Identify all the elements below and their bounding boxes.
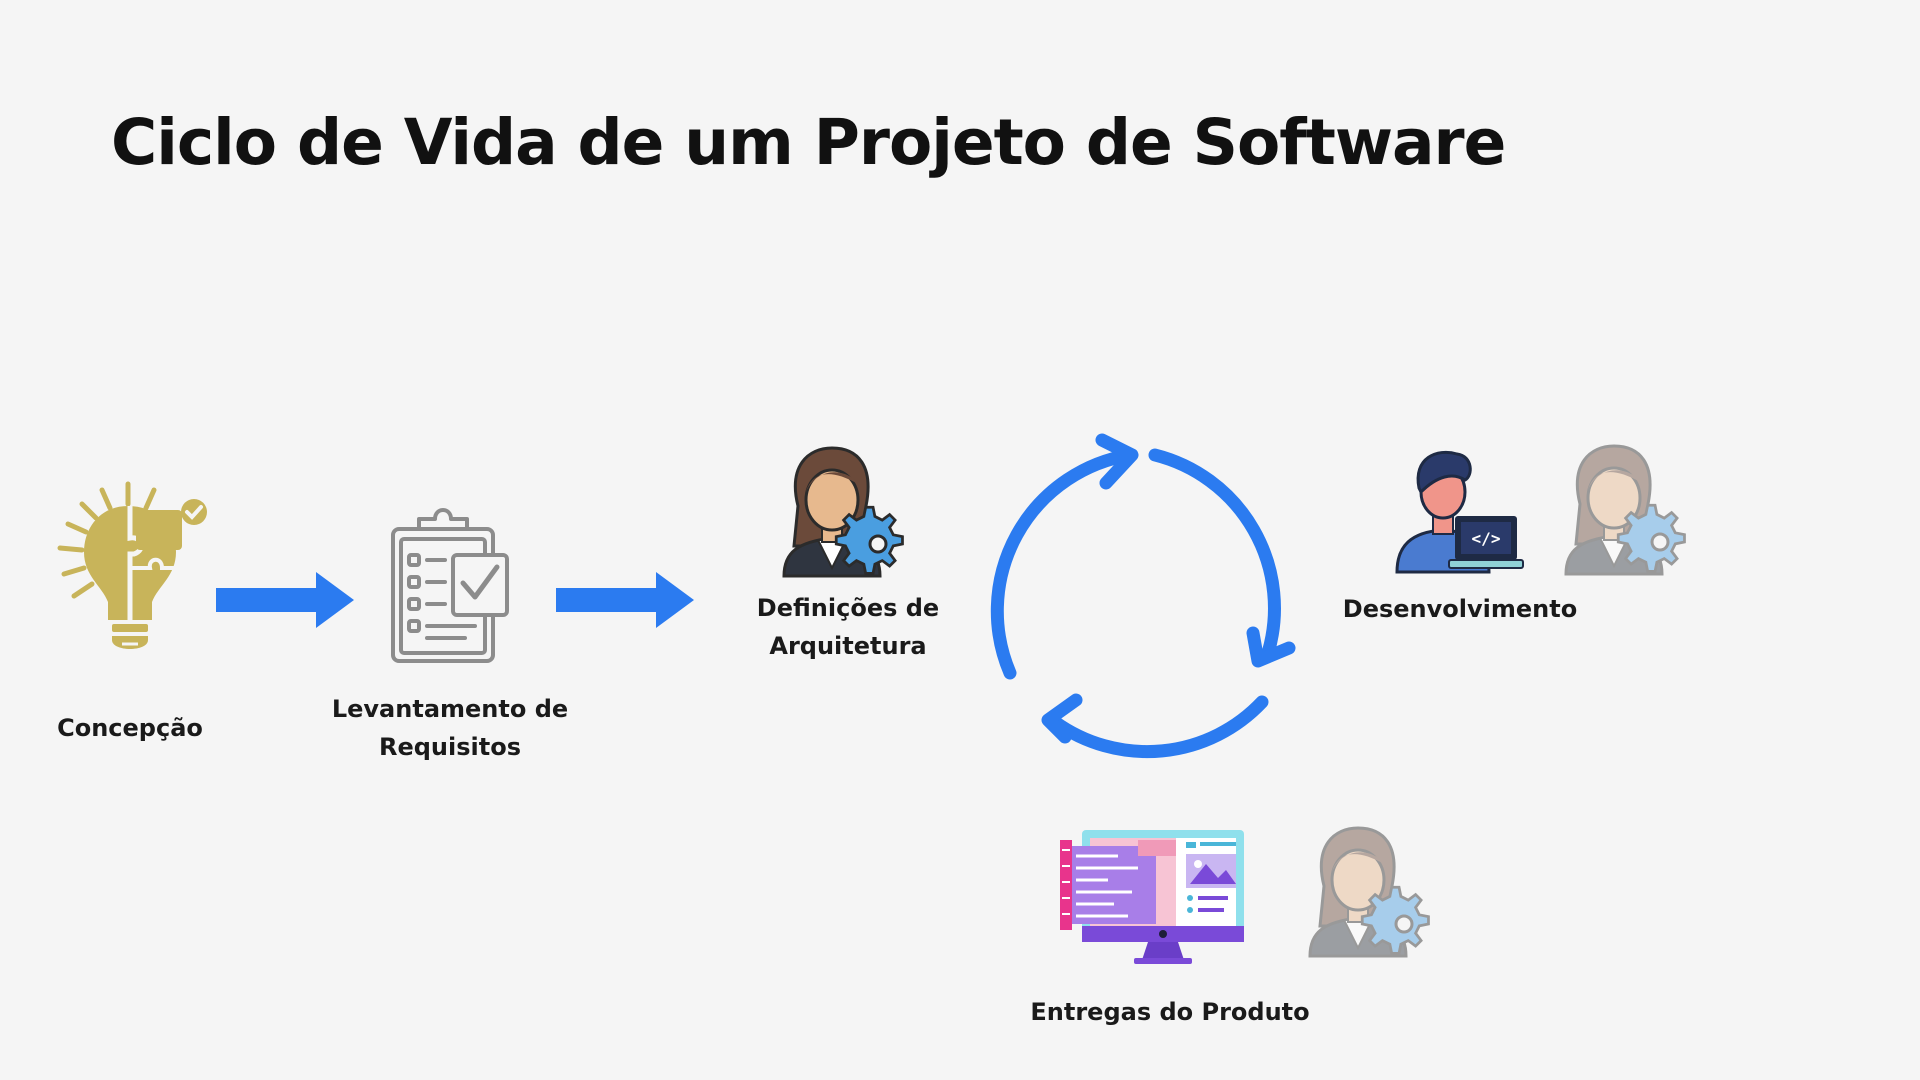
- businesswoman-gear-icon: [1564, 444, 1686, 576]
- lightbulb-puzzle-icon: [57, 481, 207, 649]
- monitor-design-icon: [1060, 830, 1244, 964]
- stage-label-desenvolvimento: Desenvolvimento: [1342, 595, 1578, 623]
- page-title: Ciclo de Vida de um Projeto de Software: [111, 106, 1506, 179]
- clipboard-checklist-icon: [391, 508, 509, 663]
- right-arrow-icon: [556, 572, 694, 628]
- svg-text:</>: </>: [1472, 529, 1501, 548]
- stage-label-concepcao: Concepção: [57, 714, 203, 742]
- businesswoman-gear-icon: [1308, 826, 1430, 958]
- stage-label-arquitetura: Definições de Arquitetura: [756, 594, 940, 660]
- right-arrow-icon: [216, 572, 354, 628]
- developer-laptop-icon: </>: [1395, 450, 1524, 574]
- cycle-arrows-icon: [990, 433, 1296, 759]
- businesswoman-gear-icon: [782, 446, 904, 578]
- stage-label-levantamento: Levantamento de Requisitos: [331, 695, 569, 761]
- stage-label-entregas: Entregas do Produto: [1030, 998, 1310, 1026]
